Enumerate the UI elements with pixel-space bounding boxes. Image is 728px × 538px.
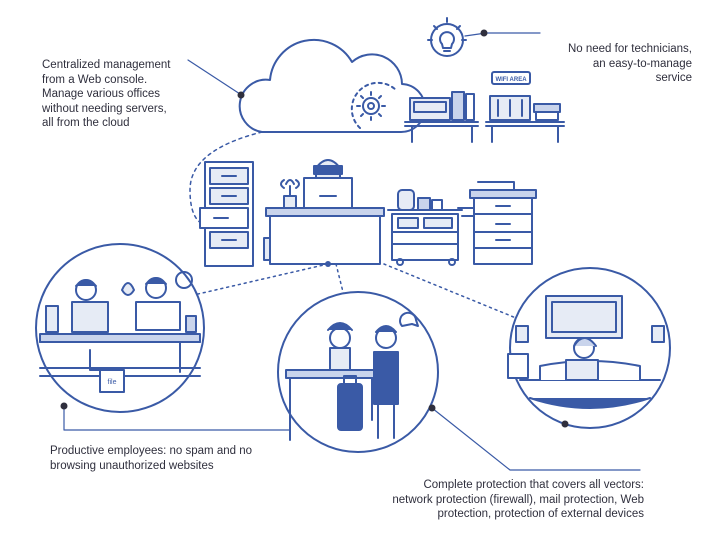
label-no-technicians: No need for technicians, an easy-to-mana… bbox=[568, 42, 692, 86]
cloud-icon bbox=[238, 38, 426, 134]
label-line: Manage various offices bbox=[42, 88, 161, 100]
scene-reception bbox=[277, 291, 439, 453]
label-line: No need for technicians, bbox=[567, 43, 692, 55]
central-desk bbox=[265, 159, 385, 265]
pantry-cart bbox=[387, 189, 463, 266]
label-cloud-management: Centralized management from a Web consol… bbox=[42, 58, 171, 131]
label-line: an easy-to-manage bbox=[592, 57, 692, 70]
label-complete-protection: Complete protection that covers all vect… bbox=[392, 478, 644, 522]
label-line: protection, protection of external devic… bbox=[437, 508, 644, 520]
label-line: Centralized management bbox=[42, 59, 171, 71]
label-line: without needing servers, bbox=[42, 102, 167, 115]
file-sign: file bbox=[108, 379, 117, 386]
label-line: browsing unauthorized websites bbox=[50, 459, 214, 472]
label-line: Complete protection that covers all vect… bbox=[423, 479, 644, 491]
scene-hotel-room bbox=[507, 267, 671, 429]
shelf-left bbox=[404, 91, 479, 143]
scene-office-workers bbox=[35, 243, 205, 413]
label-productive-employees: Productive employees: no spam and no bro… bbox=[50, 444, 252, 473]
label-line: from a Web console. bbox=[42, 73, 148, 86]
filing-cabinet bbox=[199, 161, 279, 267]
shelf-right bbox=[485, 71, 565, 143]
copier bbox=[457, 181, 537, 265]
gear-icon bbox=[356, 91, 386, 121]
label-line: all from the cloud bbox=[42, 117, 130, 129]
label-line: Productive employees: no spam and no bbox=[50, 445, 253, 457]
label-line: network protection (firewall), mail prot… bbox=[392, 493, 644, 506]
label-line: service bbox=[655, 72, 692, 84]
wifi-sign: WIFI AREA bbox=[495, 77, 527, 83]
lightbulb-icon bbox=[427, 17, 467, 57]
